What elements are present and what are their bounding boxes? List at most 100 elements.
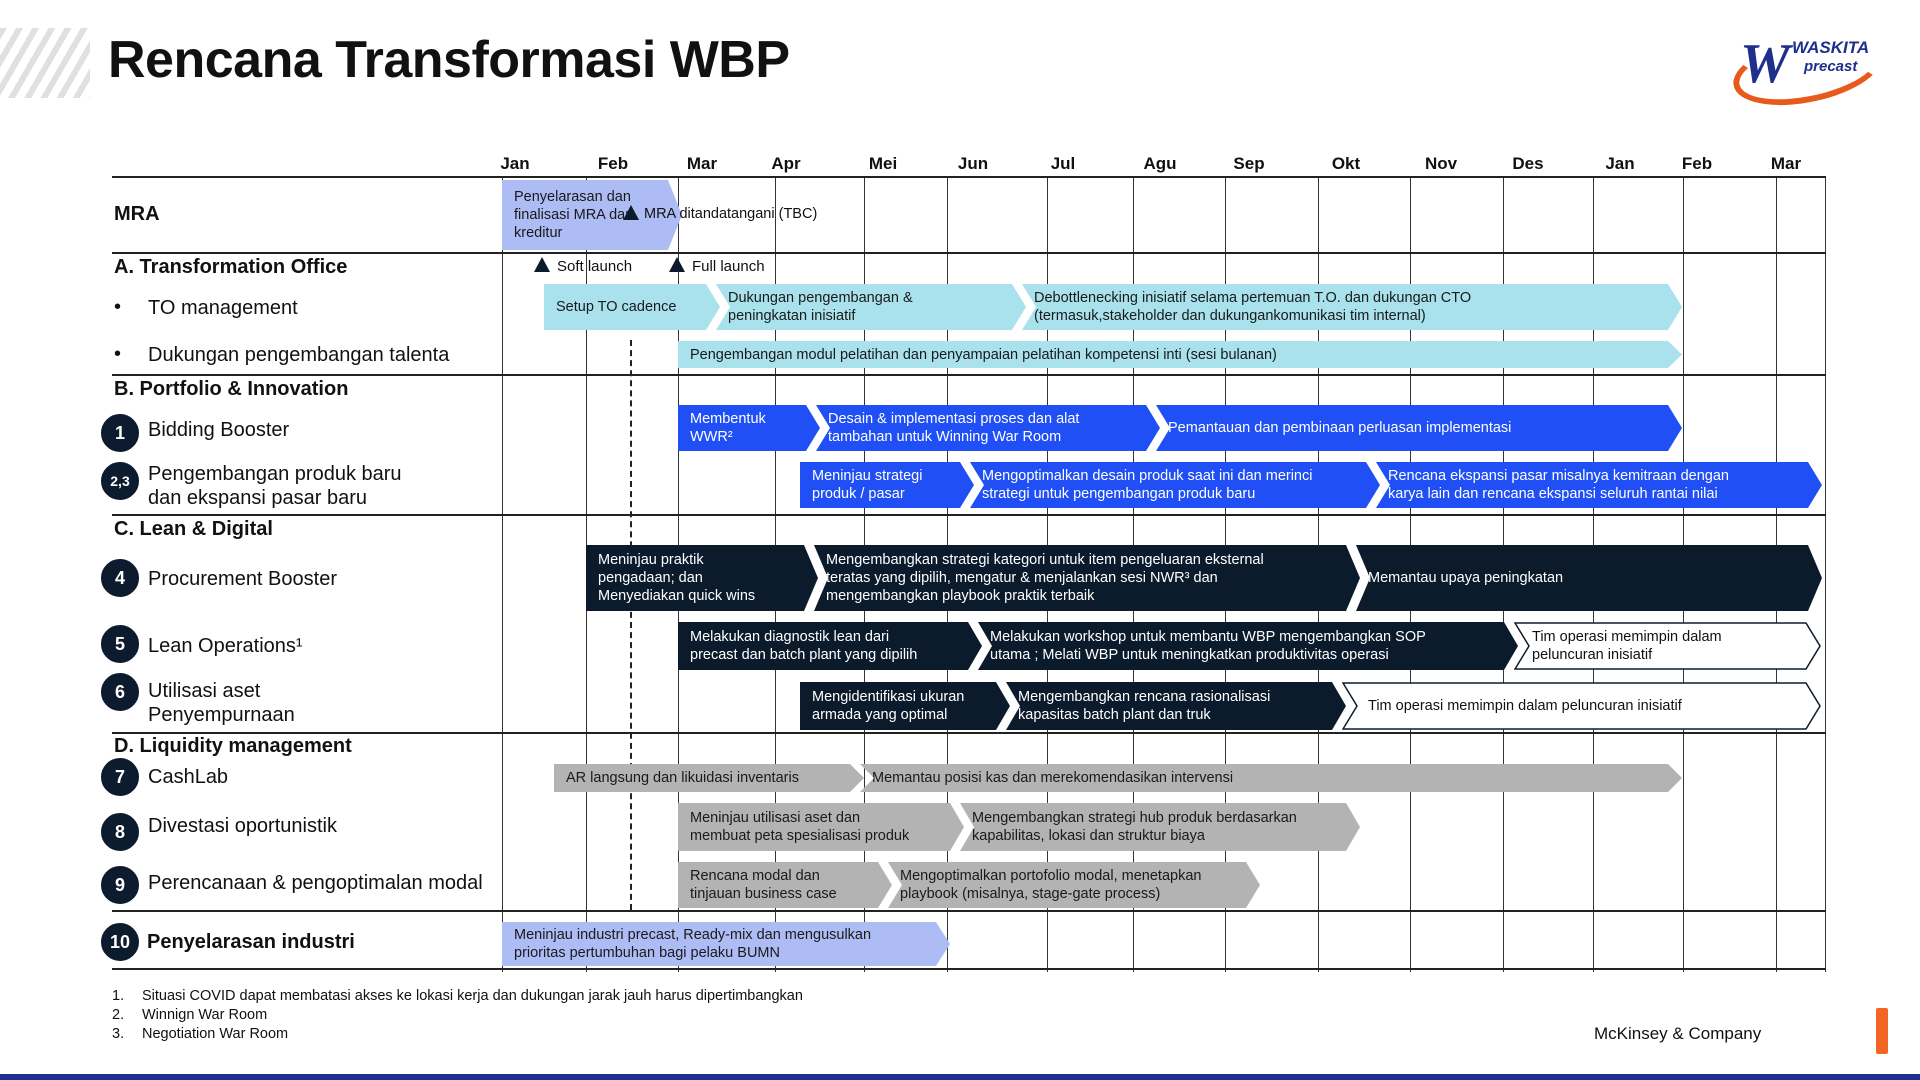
- bar-text: mengembangkan playbook praktik terbaik: [826, 588, 1095, 604]
- bar-modal-2: Mengoptimalkan portofolio modal, menetap…: [888, 862, 1260, 908]
- bar-text: Penyelarasan dan: [514, 189, 631, 205]
- bar-text: Meninjau strategi: [812, 468, 923, 484]
- section-rule: [112, 910, 1826, 912]
- month-label: Jan: [500, 154, 530, 173]
- bar-text: Tim operasi memimpin dalam peluncuran in…: [1368, 698, 1682, 714]
- row-label-ekspansi-pasar: dan ekspansi pasar baru: [148, 487, 368, 509]
- bar-text: Mengidentifikasi ukuran: [812, 689, 965, 705]
- section-rule: [112, 252, 1826, 254]
- orange-tab-marker: [1876, 1008, 1888, 1054]
- bar-text: tambahan untuk Winning War Room: [828, 429, 1062, 445]
- footnote: 1.Situasi COVID dapat membatasi akses ke…: [112, 987, 803, 1006]
- bar-text: Memantau upaya peningkatan: [1368, 570, 1564, 586]
- bullet: •: [114, 296, 122, 318]
- number-badge: 7: [101, 758, 139, 796]
- bar-text: Menyediakan quick wins: [598, 588, 756, 604]
- milestone-triangle-icon: [669, 257, 685, 272]
- bar-text: Tim operasi memimpin dalam: [1532, 629, 1722, 645]
- row-label-divestasi: Divestasi oportunistik: [148, 815, 337, 837]
- bar-lean-1: Melakukan diagnostik lean dari precast d…: [678, 622, 982, 670]
- month-label: Jan: [1605, 154, 1635, 173]
- footnote: 2. Winnign War Room: [112, 1006, 803, 1025]
- bar-utilisasi-1: Mengidentifikasi ukuran armada yang opti…: [800, 682, 1010, 730]
- footnote-number: 2.: [112, 1007, 125, 1023]
- bar-text: utama ; Melati WBP untuk meningkatkan pr…: [990, 647, 1389, 663]
- bottom-border: [0, 1074, 1920, 1080]
- month-label: Jun: [957, 154, 989, 173]
- bar-to-setup: Setup TO cadence: [544, 284, 720, 330]
- bar-text: produk / pasar: [812, 486, 905, 502]
- section-rule: [112, 732, 1826, 734]
- logo-text-waskita: WASKITA: [1792, 38, 1870, 57]
- bar-bidding-2: Desain & implementasi proses dan alat ta…: [816, 405, 1160, 451]
- decorative-hatch: [0, 28, 90, 98]
- footnote-text: Negotiation War Room: [142, 1026, 289, 1042]
- source-credit: McKinsey & Company: [1594, 1024, 1762, 1043]
- row-label-mra: MRA: [114, 203, 160, 225]
- month-label: Okt: [1331, 154, 1361, 173]
- bar-produk-1: Meninjau strategi produk / pasar: [800, 462, 974, 508]
- bar-modal-1: Rencana modal dan tinjauan business case: [678, 862, 892, 908]
- bar-produk-2: Mengoptimalkan desain produk saat ini da…: [970, 462, 1380, 508]
- section-lean-digital: C. Lean & Digital: [114, 518, 273, 540]
- milestone-mra-signed: MRA ditandatangani (TBC): [644, 206, 818, 222]
- milestone-triangle-icon: [623, 205, 639, 220]
- section-rule: [112, 374, 1826, 376]
- bar-divestasi-2: Mengembangkan strategi hub produk berdas…: [960, 803, 1360, 851]
- bar-procurement-2: Mengembangkan strategi kategori untuk it…: [814, 545, 1360, 611]
- bar-text: Debottlenecking inisiatif selama pertemu…: [1034, 290, 1472, 306]
- bar-utilisasi-2: Mengembangkan rencana rasionalisasi kapa…: [1006, 682, 1346, 730]
- bar-text: Meninjau industri precast, Ready-mix dan…: [514, 927, 872, 943]
- row-label-penyempurnaan: Penyempurnaan: [148, 704, 295, 726]
- month-label: Feb: [1681, 154, 1713, 173]
- bar-text: peluncuran inisiatif: [1532, 647, 1653, 663]
- bar-text: Desain & implementasi proses dan alat: [828, 411, 1080, 427]
- milestone-dashed-line: [630, 340, 632, 910]
- footnotes: 1.Situasi COVID dapat membatasi akses ke…: [112, 987, 803, 1044]
- bar-produk-3: Rencana ekspansi pasar misalnya kemitraa…: [1376, 462, 1822, 508]
- number-badge: 1: [101, 414, 139, 452]
- footnote-number: 3.: [112, 1026, 125, 1042]
- bar-text: Pengembangan modul pelatihan dan penyamp…: [690, 346, 1277, 363]
- month-label: Sep: [1233, 154, 1265, 173]
- bar-industri: Meninjau industri precast, Ready-mix dan…: [502, 922, 950, 966]
- row-label-to-management: TO management: [148, 297, 298, 319]
- month-label: Des: [1512, 154, 1544, 173]
- bar-lean-3: Tim operasi memimpin dalam peluncuran in…: [1514, 622, 1822, 670]
- row-label-cashlab: CashLab: [148, 766, 229, 788]
- bar-text: prioritas pertumbuhan bagi pelaku BUMN: [514, 945, 780, 961]
- number-badge: 5: [101, 625, 139, 663]
- milestone-soft-launch: Soft launch: [557, 258, 633, 275]
- bar-text: (termasuk,stakeholder dan dukungankomuni…: [1034, 308, 1426, 324]
- milestone-triangle-icon: [534, 257, 550, 272]
- bar-text: AR langsung dan likuidasi inventaris: [566, 770, 799, 786]
- number-badge: 2,3: [101, 462, 139, 500]
- bar-text: Meninjau utilisasi aset dan: [690, 810, 861, 826]
- page-title: Rencana Transformasi WBP: [108, 31, 790, 89]
- footnote-text: Winnign War Room: [142, 1007, 268, 1023]
- footnote: 3. Negotiation War Room: [112, 1025, 803, 1044]
- bar-text: Mengoptimalkan portofolio modal, menetap…: [900, 868, 1202, 884]
- bar-text: WWR²: [690, 429, 733, 445]
- row-label-lean-operations: Lean Operations¹: [148, 635, 303, 657]
- number-badge: 10: [101, 923, 139, 961]
- bar-text: Setup TO cadence: [556, 299, 677, 315]
- logo-mark: W: [1740, 33, 1790, 95]
- month-label: Agu: [1143, 154, 1177, 173]
- bar-bidding-3: Pemantauan dan pembinaan perluasan imple…: [1156, 405, 1682, 451]
- bar-text: armada yang optimal: [812, 707, 948, 723]
- section-portfolio-innovation: B. Portfolio & Innovation: [114, 378, 349, 400]
- bar-utilisasi-3: Tim operasi memimpin dalam peluncuran in…: [1342, 682, 1822, 730]
- bar-text: Mengembangkan strategi kategori untuk it…: [826, 552, 1264, 568]
- header-rule: [112, 176, 1826, 178]
- bar-text: Membentuk: [690, 411, 766, 427]
- bar-text: Mengembangkan strategi hub produk berdas…: [972, 810, 1297, 826]
- number-badge: 6: [101, 673, 139, 711]
- logo-text-precast: precast: [1804, 58, 1858, 75]
- bar-text: Rencana modal dan: [690, 868, 820, 884]
- bar-text: Memantau posisi kas dan merekomendasikan…: [872, 770, 1234, 786]
- row-label-produk-baru: Pengembangan produk baru: [148, 463, 402, 485]
- bar-text: strategi untuk pengembangan produk baru: [982, 486, 1256, 502]
- bullet: •: [114, 343, 122, 365]
- outline-arrow-shape: [1342, 682, 1821, 730]
